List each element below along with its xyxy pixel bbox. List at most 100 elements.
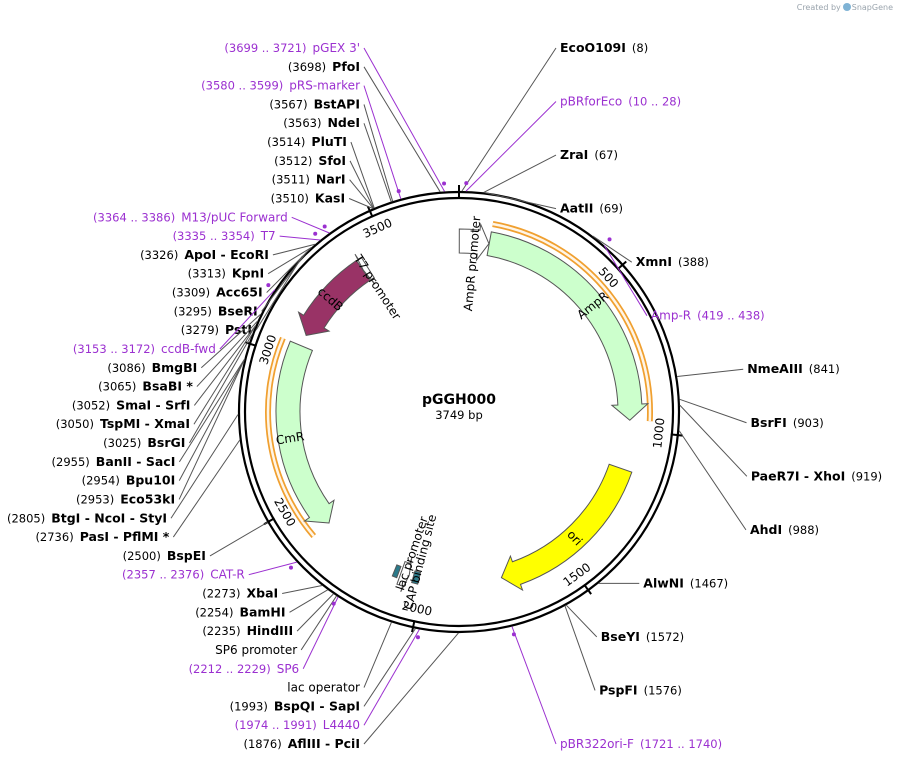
label-bstapi: (3567)BstAPI [269, 96, 360, 111]
label-xmni: XmnI(388) [636, 254, 709, 269]
label-part: BsrGI [147, 435, 185, 450]
label-part: SP6 [277, 662, 300, 676]
leader-line-ecoo109i [461, 47, 557, 192]
leader-line-ndei [363, 123, 392, 202]
orange-arc-inner [492, 222, 652, 422]
label-part: BanII - SacI [96, 454, 176, 469]
leader-line-pbrforeco [465, 101, 557, 192]
leader-line-l4440 [363, 629, 420, 726]
label-bseri: (3295)BseRI [174, 303, 258, 318]
label-part: PspFI [599, 682, 638, 697]
label-pasi-pflmi: (2736)PasI - PflMI * [35, 529, 169, 544]
label-part: (919) [851, 469, 882, 483]
label-ccdb-fwd: (3153 .. 3172)ccdB-fwd [73, 342, 216, 356]
label-ndei: (3563)NdeI [283, 115, 360, 130]
label-part: (69) [599, 202, 623, 216]
tick-mark [616, 260, 627, 271]
label-afliii-pcii: (1876)AflIII - PciI [243, 736, 360, 751]
label-part: (10 .. 28) [628, 95, 681, 109]
label-bsrfi: BsrFI(903) [751, 415, 824, 430]
label-part: BseYI [601, 629, 640, 644]
label-part: AhdI [750, 522, 782, 537]
label-part: pRS-marker [289, 79, 360, 93]
label-part: (3279) [181, 323, 219, 337]
label-part: BsrFI [751, 415, 787, 430]
label-bspei: (2500)BspEI [123, 548, 206, 563]
leader-line-amp-r [603, 245, 648, 316]
label-part: SfoI [318, 153, 346, 168]
label-part: (2357 .. 2376) [122, 568, 204, 582]
leader-line-xbai [282, 585, 323, 595]
label-part: (3309) [172, 286, 210, 300]
label-part: (3025) [103, 436, 141, 450]
label-btgi-ncoi-styi: (2805)BtgI - NcoI - StyI [7, 510, 167, 525]
label-part: (1721 .. 1740) [640, 737, 722, 751]
label-part: (8) [632, 41, 648, 55]
feature-lac-promoter [396, 557, 413, 593]
leader-line-bseyi [565, 604, 598, 638]
label-part: (1467) [690, 576, 728, 590]
primer-mark-l4440 [415, 635, 420, 640]
label-part: Acc65I [216, 285, 263, 300]
label-part: (2212 .. 2229) [189, 662, 271, 676]
label-part: SmaI - SrfI [116, 397, 190, 412]
leader-line-sp6-promoter [300, 595, 337, 651]
label-part: BspQI - SapI [274, 698, 360, 713]
leader-line-bmgbi [200, 313, 262, 369]
label-part: T7 [260, 229, 276, 243]
leader-line-eco53ki [178, 359, 245, 500]
label-part: (3511) [272, 173, 310, 187]
primer-mark-m13-puc-forward [322, 224, 327, 229]
label-part: (1974 .. 1991) [235, 718, 317, 732]
label-part: (388) [678, 255, 709, 269]
label-part: (3313) [188, 267, 226, 281]
label-part: (3698) [288, 60, 326, 74]
label-part: (3514) [267, 135, 305, 149]
labels-group: EcoO109I(8)pBRforEco(10 .. 28)ZraI(67)Aa… [7, 40, 882, 751]
label-part: ZraI [560, 147, 588, 162]
leader-line-bsrgi [189, 334, 253, 444]
label-apoi-ecori: (3326)ApoI - EcoRI [140, 247, 269, 262]
label-bspqi-sapi: (1993)BspQI - SapI [230, 698, 360, 713]
label-smai-srfi: (3052)SmaI - SrfI [72, 397, 191, 412]
label-part: PstI [225, 322, 252, 337]
leader-line-nari [349, 179, 374, 209]
label-part: AlwNI [643, 575, 684, 590]
label-amp-r: Amp-R(419 .. 438) [651, 309, 765, 323]
label-part: KpnI [232, 266, 264, 281]
label-part: BstAPI [314, 96, 360, 111]
label-cat-r: (2357 .. 2376)CAT-R [122, 568, 245, 582]
leader-line-pspfi [564, 605, 596, 691]
label-part: HindIII [247, 623, 294, 638]
plasmid-name: pGGH000 [422, 392, 496, 408]
label-kasi: (3510)KasI [271, 190, 345, 205]
orange-arc-inner [266, 337, 315, 537]
label-part: (3563) [283, 116, 321, 130]
leader-line-pfoi [363, 66, 441, 193]
primer-mark-prs-marker [396, 189, 401, 194]
label-bsrgi: (3025) BsrGI [103, 435, 185, 450]
label-part: (2805) [7, 511, 45, 525]
primer-mark-cat-r [288, 565, 293, 570]
tick-label: 1500 [561, 560, 594, 589]
tick-label: 2000 [401, 599, 434, 619]
label-part: (988) [788, 523, 819, 537]
label-part: PluTI [311, 134, 347, 149]
label-xbai: (2273)XbaI [202, 586, 278, 601]
plasmid-length: 3749 bp [435, 408, 483, 422]
leader-line-ahdi [678, 430, 747, 531]
tick-mark [411, 620, 416, 633]
label-kpni: (3313) KpnI [188, 266, 264, 281]
leader-line-nmeaiii [677, 368, 744, 378]
label-part: PasI - PflMI * [80, 529, 170, 544]
leader-line-bspei [209, 521, 268, 557]
label-pbrforeco: pBRforEco(10 .. 28) [560, 95, 681, 109]
label-part: (3699 .. 3721) [224, 41, 306, 55]
label-lac-operator: lac operator [287, 681, 360, 695]
leader-line-bamhi [289, 589, 328, 613]
label-nmeaiii: NmeAIII(841) [747, 361, 840, 376]
leader-line-bsabi [196, 320, 258, 387]
label-m13-puc-forward: (3364 .. 3386)M13/pUC Forward [93, 210, 288, 224]
leader-line-xmni [592, 235, 633, 263]
